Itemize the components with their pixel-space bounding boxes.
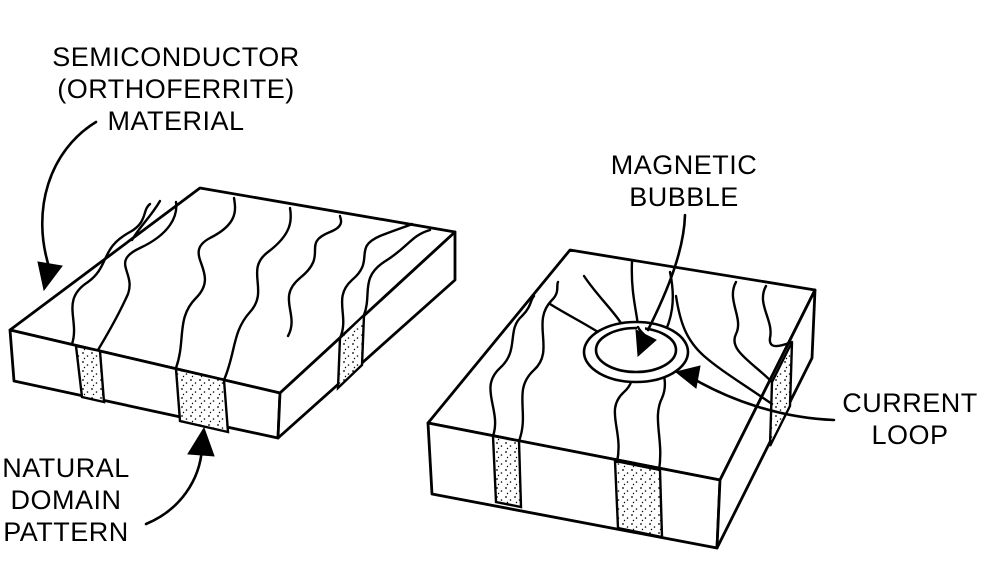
right-domain-band-2 (613, 459, 664, 539)
left-domain-wall-7 (362, 228, 432, 317)
left-domain-wall-1 (70, 202, 152, 346)
semiconductor-leader (41, 120, 98, 272)
left-domain-band-2 (174, 367, 230, 434)
right-domain-wall-8 (731, 280, 774, 384)
label-current-loop-line-1: CURRENT (842, 388, 978, 418)
current-loop-leader (690, 376, 836, 422)
magnetic-bubble (594, 326, 678, 374)
right-domain-wall-6 (548, 302, 600, 334)
left-domain-wall-3 (174, 196, 237, 370)
label-semiconductor: SEMICONDUCTOR (ORTHOFERRITE) MATERIAL (52, 42, 300, 136)
left-domain-wall-5 (286, 214, 343, 338)
label-magnetic-bubble-line-2: BUBBLE (629, 182, 739, 212)
left-domain-wall-8 (130, 199, 162, 242)
natural-domain-arrowhead (187, 426, 215, 457)
left-domain-wall-4 (222, 206, 292, 382)
left-slab-side-face (276, 230, 457, 440)
right-slab (426, 248, 817, 550)
label-semiconductor-line-1: SEMICONDUCTOR (52, 42, 300, 72)
magnetic-bubble-arrowhead (635, 329, 657, 358)
right-domain-band-3 (768, 341, 794, 447)
right-domain-band-1 (491, 434, 523, 509)
label-semiconductor-line-2: (ORTHOFERRITE) (57, 74, 295, 104)
label-current-loop-line-2: LOOP (871, 420, 948, 450)
label-magnetic-bubble-line-1: MAGNETIC (611, 150, 758, 180)
right-domain-wall-1 (489, 294, 536, 438)
semiconductor-arrowhead (37, 261, 63, 292)
current-loop-arrowhead (674, 365, 701, 389)
left-domain-wall-2 (96, 200, 178, 352)
natural-domain-leader (144, 446, 204, 526)
label-current-loop: CURRENT LOOP (842, 388, 978, 450)
magnetic-bubble-leader (646, 213, 687, 332)
right-domain-wall-7 (674, 294, 774, 406)
label-magnetic-bubble: MAGNETIC BUBBLE (611, 150, 758, 212)
label-natural-domain-line-1: NATURAL (2, 453, 130, 483)
right-domain-wall-2 (517, 280, 560, 443)
left-domain-band-3 (336, 312, 366, 391)
label-natural-domain: NATURAL DOMAIN PATTERN (2, 453, 130, 547)
left-domain-wall-6 (338, 222, 414, 340)
left-slab (8, 186, 457, 440)
label-natural-domain-line-3: PATTERN (3, 517, 129, 547)
label-natural-domain-line-2: DOMAIN (11, 485, 122, 515)
label-semiconductor-line-3: MATERIAL (107, 106, 244, 136)
right-domain-wall-9 (761, 284, 794, 348)
left-domain-band-1 (74, 344, 106, 404)
